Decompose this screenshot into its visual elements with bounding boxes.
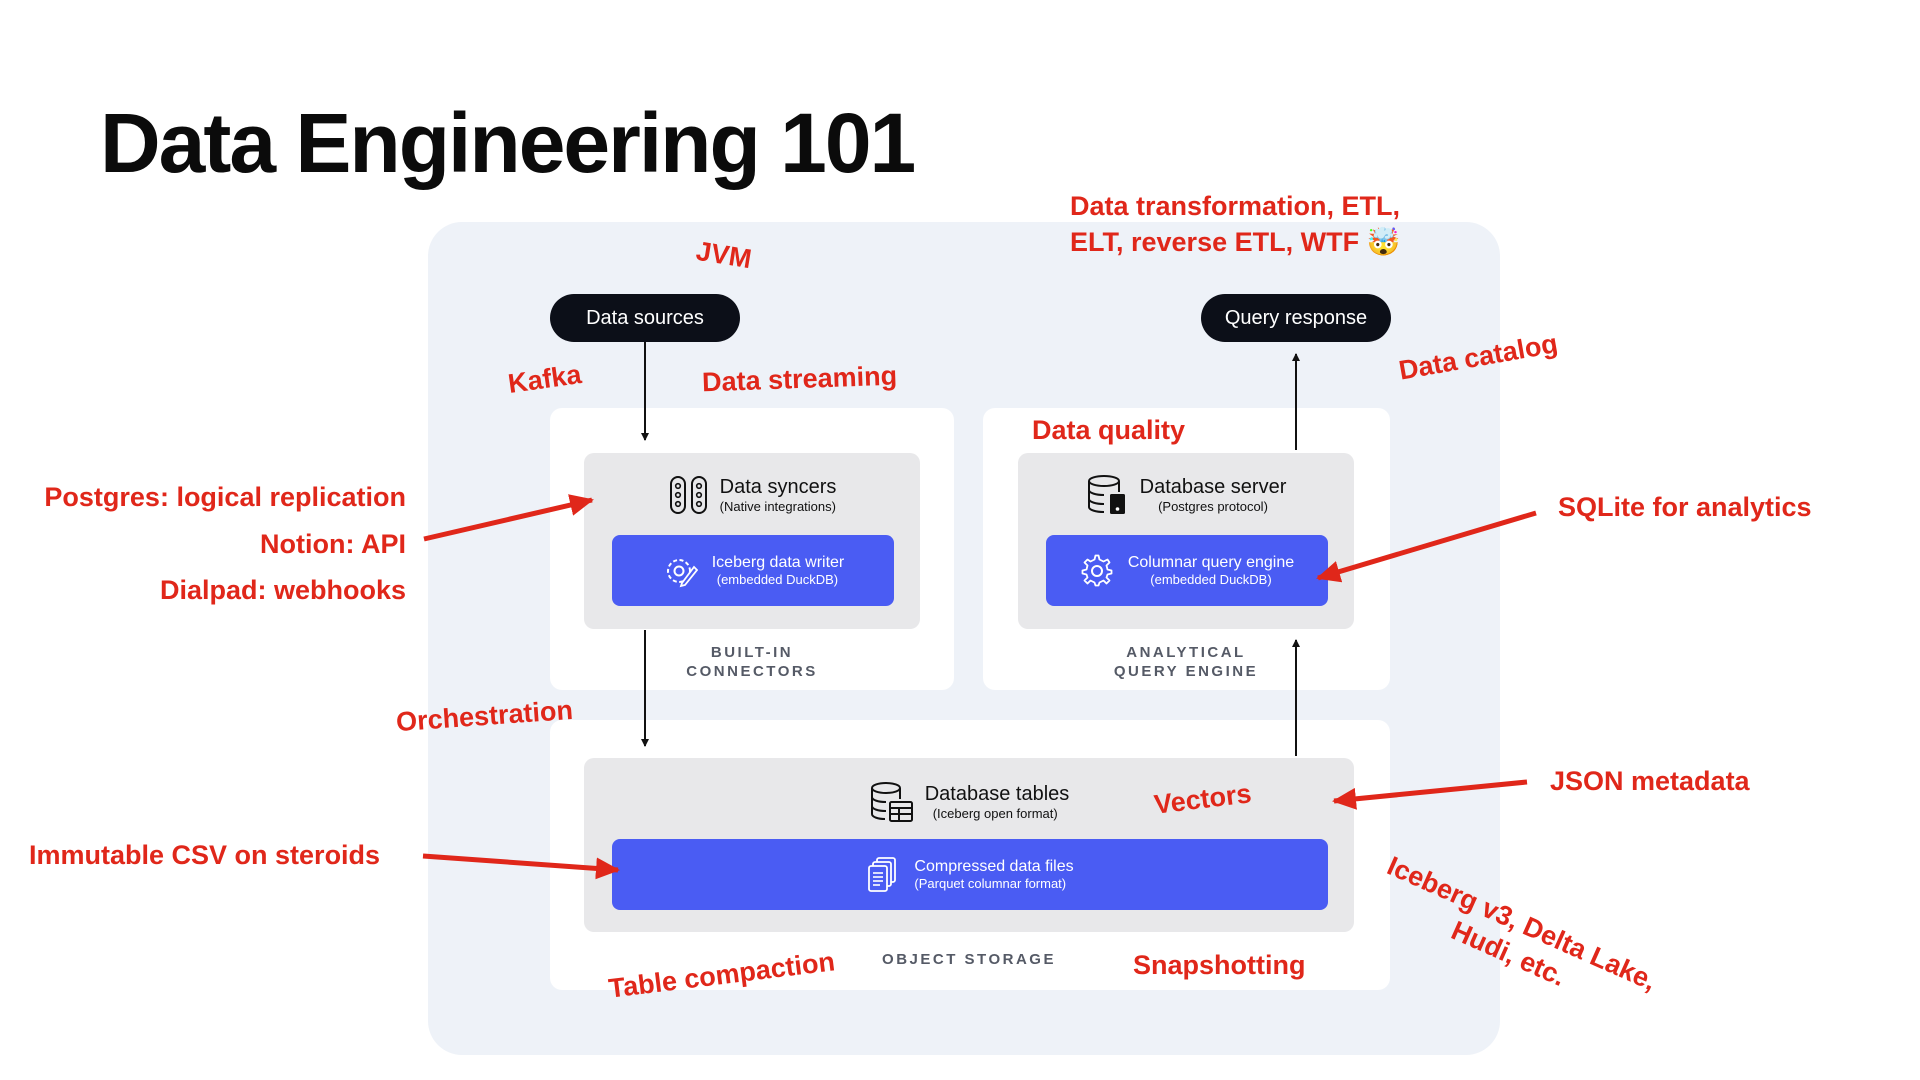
data-syncers-title: Data syncers — [719, 476, 837, 498]
page-title: Data Engineering 101 — [100, 96, 916, 190]
etl-annotation-line1: Data transformation, ETL, — [1070, 191, 1401, 221]
connectors-caption-line2: CONNECTORS — [686, 663, 818, 680]
database-server-icon — [1087, 475, 1125, 514]
sqlite-annotation: SQLite for analytics — [1558, 492, 1812, 522]
etl-annotation: Data transformation, ETL, ELT, reverse E… — [1070, 188, 1401, 260]
columnar-engine-box: Columnar query engine (embedded DuckDB) — [1046, 535, 1328, 606]
connectors-caption: BUILT-IN CONNECTORS — [584, 643, 920, 681]
syncer-icon — [669, 476, 707, 514]
gear-icon — [1081, 554, 1113, 586]
iceberg-writer-box: Iceberg data writer (embedded DuckDB) — [612, 535, 894, 606]
immutable-csv-annotation: Immutable CSV on steroids — [29, 840, 381, 870]
compressed-files-box: Compressed data files (Parquet columnar … — [612, 839, 1328, 910]
etl-annotation-line2: ELT, reverse ETL, WTF 🤯 — [1070, 227, 1401, 257]
iceberg-writer-title: Iceberg data writer — [711, 554, 845, 571]
json-metadata-arrow — [1332, 779, 1528, 810]
columnar-engine-title: Columnar query engine — [1127, 554, 1295, 571]
data-quality-annotation: Data quality — [1032, 415, 1186, 445]
pen-gear-icon — [666, 558, 698, 587]
files-icon — [868, 856, 897, 892]
database-server-title: Database server — [1139, 476, 1287, 498]
notion-annotation: Notion: API — [260, 529, 406, 559]
database-tables-subtitle: (Iceberg open format) — [932, 806, 1058, 821]
database-tables-title: Database tables — [924, 783, 1070, 805]
snapshotting-annotation: Snapshotting — [1133, 950, 1306, 980]
data-syncers-subtitle: (Native integrations) — [719, 499, 836, 514]
postgres-arrow — [423, 494, 594, 542]
postgres-annotation: Postgres: logical replication — [44, 482, 406, 512]
connectors-caption-line1: BUILT-IN — [710, 644, 794, 661]
engine-caption-line1: ANALYTICAL — [1126, 644, 1246, 661]
engine-caption: ANALYTICAL QUERY ENGINE — [1018, 643, 1354, 681]
query-response-pill: Query response — [1201, 294, 1391, 342]
data-sources-pill: Data sources — [550, 294, 740, 342]
immutable-csv-arrow — [422, 853, 620, 880]
engine-caption-line2: QUERY ENGINE — [1113, 663, 1259, 680]
database-table-icon — [870, 782, 913, 822]
compressed-files-title: Compressed data files — [914, 858, 1074, 875]
sqlite-arrow — [1316, 510, 1537, 583]
compressed-files-subtitle: (Parquet columnar format) — [914, 876, 1067, 891]
json-metadata-annotation: JSON metadata — [1550, 766, 1750, 796]
dialpad-annotation: Dialpad: webhooks — [159, 575, 406, 605]
columnar-engine-subtitle: (embedded DuckDB) — [1150, 572, 1272, 587]
storage-caption: OBJECT STORAGE — [882, 951, 1056, 968]
database-server-subtitle: (Postgres protocol) — [1158, 499, 1268, 514]
iceberg-writer-subtitle: (embedded DuckDB) — [716, 572, 839, 587]
